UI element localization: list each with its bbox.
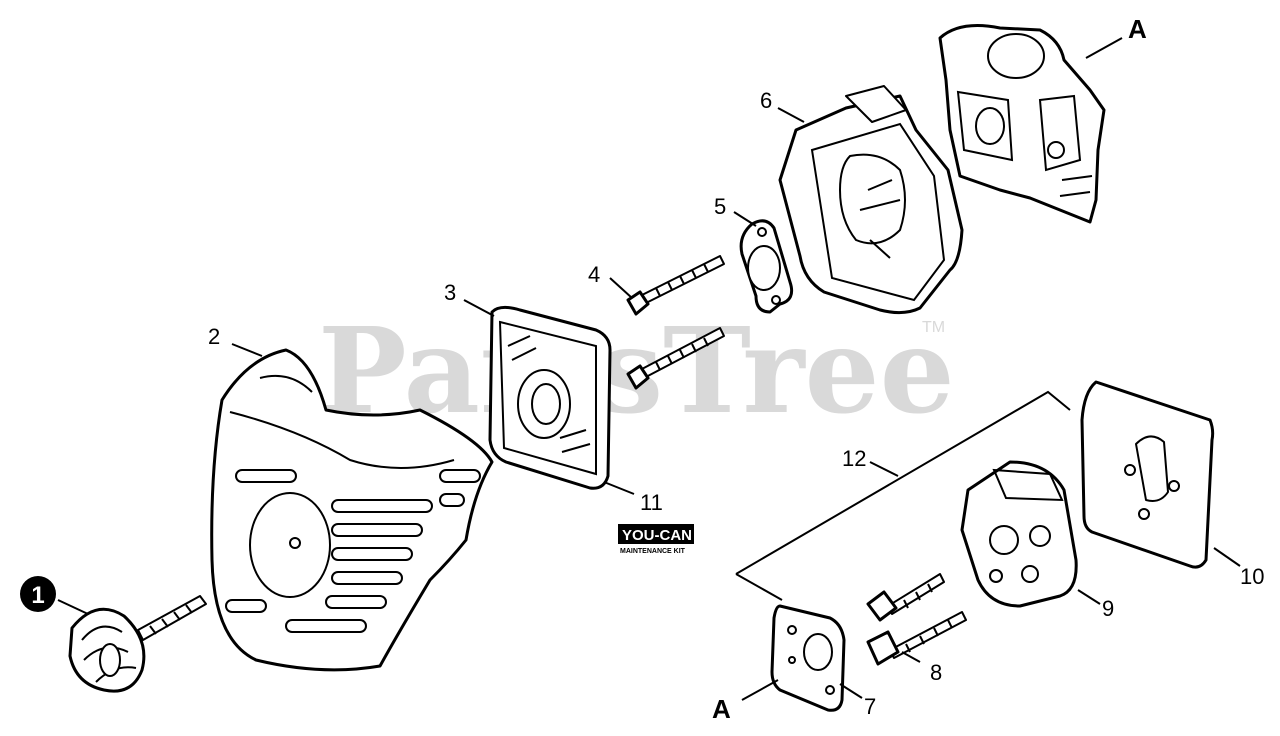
callout-4: 4 — [588, 262, 600, 287]
part-3-filter — [488, 305, 612, 490]
part-9-manifold — [960, 460, 1078, 608]
callout-3: 3 — [444, 280, 456, 305]
callout-5: 5 — [714, 194, 726, 219]
callout-1-label: 1 — [31, 582, 44, 609]
callout-11: 11 — [640, 490, 663, 515]
carburetor-assembly — [938, 24, 1106, 224]
badge-line2: MAINTENANCE KIT — [620, 548, 686, 555]
callout-7: 7 — [864, 694, 876, 719]
part-7-gasket — [770, 604, 846, 712]
callout-10: 10 — [1240, 564, 1264, 589]
part-5-gasket — [739, 219, 794, 314]
callout-2: 2 — [208, 324, 220, 349]
part-1-knob — [68, 595, 207, 693]
part-4-bolts — [626, 255, 725, 390]
callout-9: 9 — [1102, 596, 1114, 621]
callout-6: 6 — [760, 88, 772, 113]
callout-8: 8 — [930, 660, 942, 685]
callout-12: 12 — [842, 446, 866, 471]
part-8-bolts — [866, 573, 967, 666]
callout-a-bottom: A — [712, 694, 731, 724]
callout-1: 1 — [20, 576, 56, 612]
youcan-badge: YOU-CAN MAINTENANCE KIT — [618, 524, 694, 555]
watermark-tm: TM — [922, 319, 945, 336]
callout-a-top: A — [1128, 14, 1147, 44]
part-2-cover — [210, 348, 494, 672]
badge-line1: YOU-CAN — [622, 527, 692, 544]
leader-lines — [57, 37, 1241, 701]
part-10-gasket — [1080, 380, 1215, 569]
part-6-case — [778, 85, 964, 315]
